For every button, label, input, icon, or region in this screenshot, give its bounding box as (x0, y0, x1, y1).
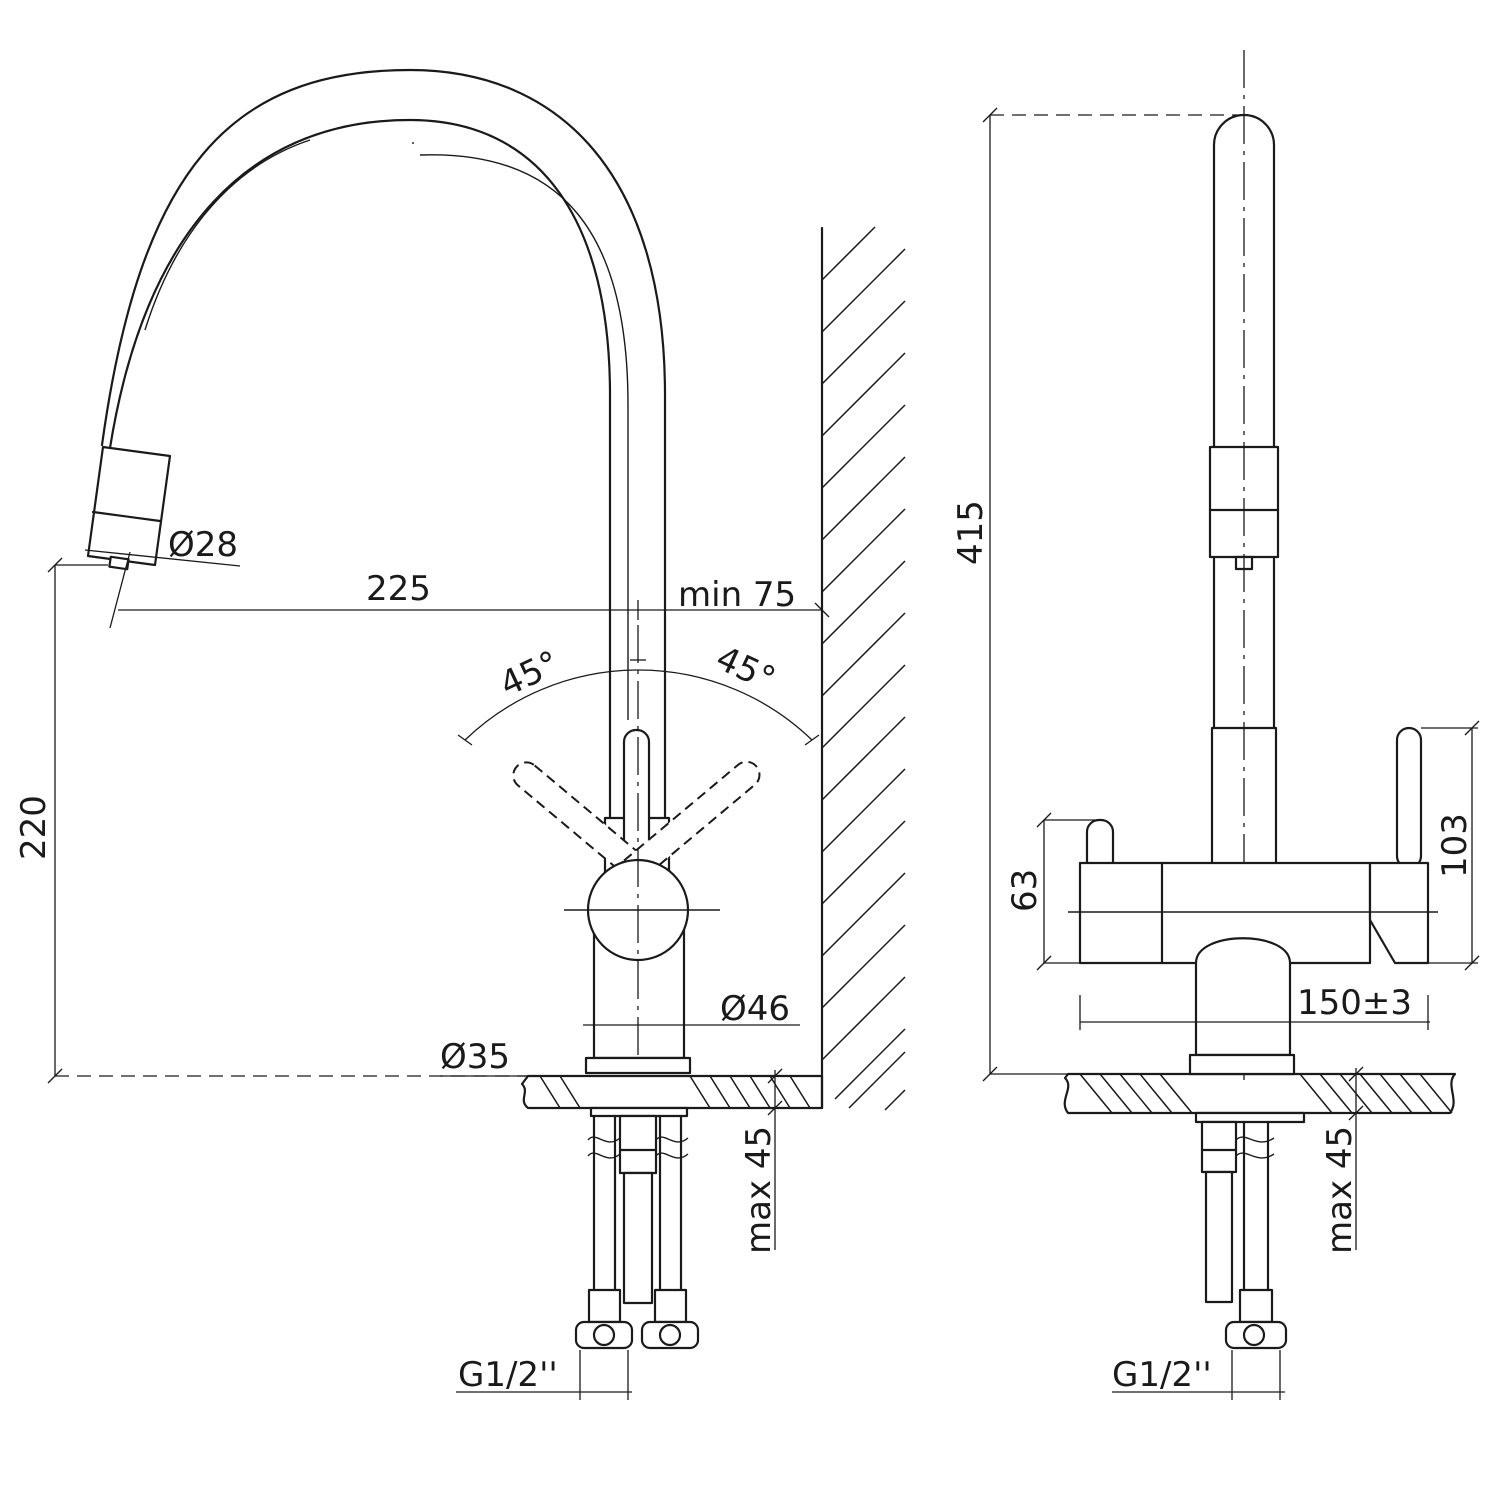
dim-connection-thread-front: G1/2'' (1112, 1355, 1212, 1395)
dim-reach: 225 (366, 569, 431, 609)
front-dimension-labels: 415 63 103 150±3 max 45 G1/2'' (951, 500, 1475, 1395)
dim-spout-height: 220 (14, 795, 54, 860)
dim-total-height: 415 (951, 500, 991, 565)
dim-spout-diameter: Ø28 (168, 525, 238, 565)
dim-wall-clearance: min 75 (678, 575, 796, 615)
worktop-front (1063, 1072, 1457, 1115)
mixer-body (512, 625, 761, 1118)
spout-front (1208, 50, 1280, 1080)
front-dimensions (982, 107, 1480, 1400)
dim-body-width: 150±3 (1297, 983, 1412, 1023)
side-dimensions (47, 549, 830, 1400)
dim-worktop-thickness-front: max 45 (1320, 1126, 1360, 1254)
supply-hoses (574, 1114, 700, 1350)
dim-body-height: 63 (1005, 869, 1045, 912)
dim-lever-height: 103 (1435, 813, 1475, 878)
dim-connection-thread: G1/2'' (458, 1355, 558, 1395)
dim-lever-angle-left: 45° (494, 643, 566, 705)
dim-worktop-thickness: max 45 (739, 1126, 779, 1254)
dim-hole-diameter: Ø35 (440, 1037, 510, 1077)
mixer-body-front (1068, 726, 1438, 1124)
side-view: Ø28 225 min 75 45° 45° 220 Ø46 Ø35 max 4… (14, 68, 906, 1400)
dim-lever-angle-right: 45° (710, 638, 782, 700)
worktop-front-hatching (1079, 1073, 1453, 1114)
wall (820, 226, 906, 1111)
front-view: 415 63 103 150±3 max 45 G1/2'' (951, 50, 1480, 1400)
spray-head (86, 445, 172, 571)
dim-body-diameter: Ø46 (720, 989, 790, 1029)
supply-hoses-front (1200, 1120, 1288, 1350)
spout (100, 68, 667, 822)
wall-hatching (821, 226, 906, 1111)
worktop (520, 1074, 824, 1110)
worktop-hatching (539, 1075, 811, 1109)
